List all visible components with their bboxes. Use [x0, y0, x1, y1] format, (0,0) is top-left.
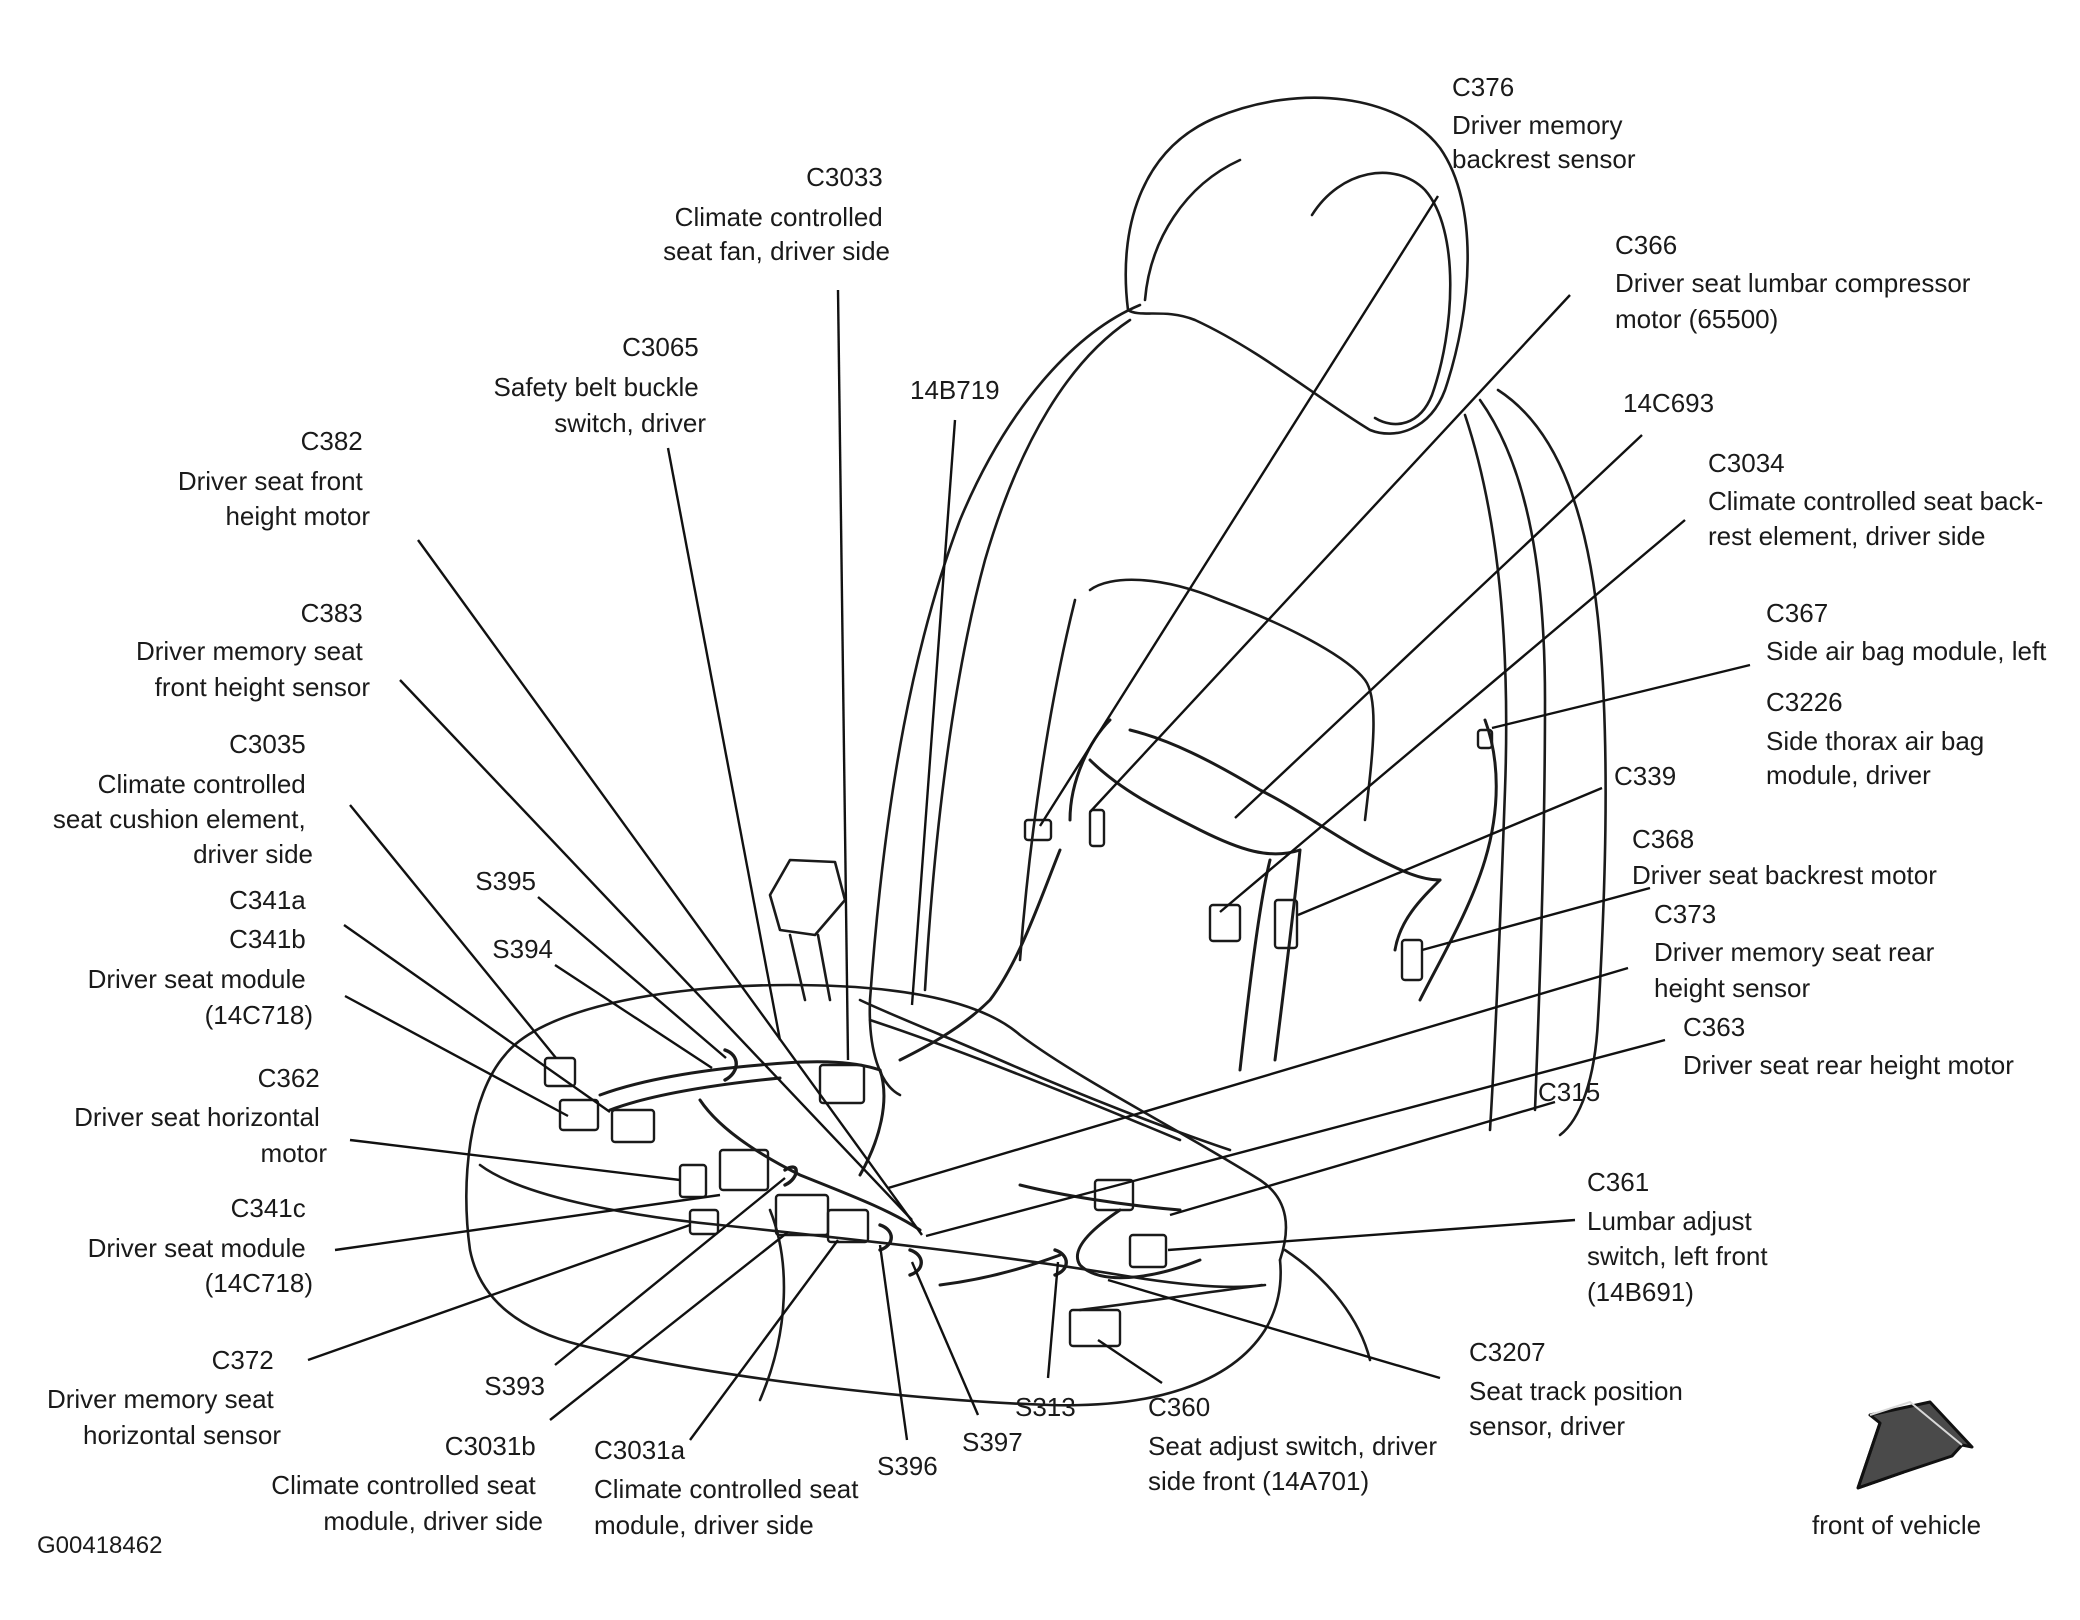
callout-c363: C363 Driver seat rear height motor — [1683, 1012, 2014, 1080]
callout-c362: C362 Driver seat horizontal motor — [74, 1063, 327, 1168]
callout-s395: S395 — [475, 866, 536, 896]
callout-s396: S396 — [877, 1451, 938, 1481]
leader-lines — [307, 195, 1751, 1441]
callout-c3031b: C3031b Climate controlled seat module, d… — [271, 1431, 543, 1536]
callout-c341c: C341c Driver seat module (14C718) — [88, 1193, 313, 1298]
callout-s397: S397 — [962, 1427, 1023, 1457]
callout-c367: C367 Side air bag module, left — [1766, 598, 2047, 666]
leader-s396 — [878, 1244, 909, 1441]
callout-c368: C368 Driver seat backrest motor — [1632, 824, 1937, 890]
leader-14c693 — [1234, 434, 1643, 819]
callout-c383: C383 Driver memory seat front height sen… — [136, 598, 370, 702]
figure-id: G00418462 — [37, 1532, 162, 1559]
leader-c367 — [1491, 663, 1751, 730]
callout-c366: C366 Driver seat lumbar compressor motor… — [1615, 230, 1978, 334]
seat-illustration — [465, 96, 1607, 1407]
leader-s397 — [910, 1261, 980, 1416]
leader-s394 — [554, 963, 713, 1070]
leader-c373 — [887, 966, 1629, 1190]
leader-c341b — [344, 994, 569, 1118]
callout-c3034: C3034 Climate controlled seat back- rest… — [1708, 448, 2051, 551]
callout-c3031a: C3031a Climate controlled seat module, d… — [594, 1435, 866, 1540]
leader-c3065 — [666, 447, 782, 1041]
leader-c339 — [1297, 786, 1603, 917]
leader-c3034 — [1219, 519, 1686, 913]
callout-c3226: C3226 Side thorax air bag module, driver — [1766, 687, 1991, 790]
leader-c3207 — [1107, 1278, 1441, 1380]
leader-c341a — [343, 924, 611, 1113]
leader-c3033 — [836, 289, 850, 1061]
callout-c361: C361 Lumbar adjust switch, left front (1… — [1587, 1167, 1775, 1307]
callout-c3207: C3207 Seat track position sensor, driver — [1469, 1337, 1690, 1441]
callout-c372: C372 Driver memory seat horizontal senso… — [47, 1345, 281, 1450]
front-of-vehicle-arrow-icon — [1856, 1400, 1974, 1490]
leader-c382 — [417, 539, 923, 1236]
leader-s393 — [554, 1177, 786, 1366]
front-of-vehicle-label: front of vehicle — [1812, 1510, 1981, 1540]
leader-c363 — [925, 1038, 1666, 1238]
leader-c3031a — [689, 1239, 839, 1441]
callout-c382: C382 Driver seat front height motor — [178, 426, 371, 531]
leader-c315 — [1169, 1100, 1556, 1217]
leader-c376 — [1038, 195, 1440, 827]
callout-s394: S394 — [492, 934, 553, 964]
callout-c360: C360 Seat adjust switch, driver side fro… — [1148, 1392, 1444, 1496]
safety-belt-buckle — [768, 858, 847, 1002]
callout-c339: C339 — [1614, 761, 1676, 791]
backrest — [868, 303, 1607, 1137]
callout-c341ab: C341a C341b Driver seat module (14C718) — [88, 885, 313, 1030]
leader-c368 — [1421, 886, 1651, 952]
splice-marks — [723, 1048, 1068, 1277]
leader-c372 — [307, 1223, 691, 1362]
callout-c3033: C3033 Climate controlled seat fan, drive… — [663, 162, 890, 266]
callout-c3035: C3035 Climate controlled seat cushion el… — [53, 729, 313, 869]
callout-c376: C376 Driver memory backrest sensor — [1452, 72, 1636, 174]
leader-c3035 — [349, 804, 557, 1059]
leader-s313 — [1046, 1261, 1060, 1379]
headrest — [1124, 96, 1469, 435]
leader-c361 — [1167, 1218, 1576, 1252]
callout-s313: S313 — [1015, 1392, 1076, 1422]
leader-c341c — [334, 1193, 721, 1252]
leader-c360 — [1097, 1339, 1163, 1384]
leader-s395 — [537, 896, 727, 1059]
callout-c315: C315 — [1538, 1077, 1600, 1107]
callout-c373: C373 Driver memory seat rear height sens… — [1654, 899, 1942, 1003]
callout-14b719: 14B719 — [910, 375, 1000, 405]
callout-14c693: 14C693 — [1623, 388, 1714, 418]
connectors — [543, 728, 1494, 1348]
callout-s393: S393 — [484, 1371, 545, 1401]
leader-c3031b — [549, 1231, 789, 1421]
leader-c362 — [349, 1138, 681, 1182]
callout-c3065: C3065 Safety belt buckle switch, driver — [494, 332, 707, 438]
leader-c366 — [1089, 294, 1571, 813]
leader-c383 — [399, 679, 913, 1221]
callout-labels: C376 Driver memory backrest sensor C3033… — [37, 72, 2051, 1559]
leader-14b719 — [910, 419, 957, 1006]
